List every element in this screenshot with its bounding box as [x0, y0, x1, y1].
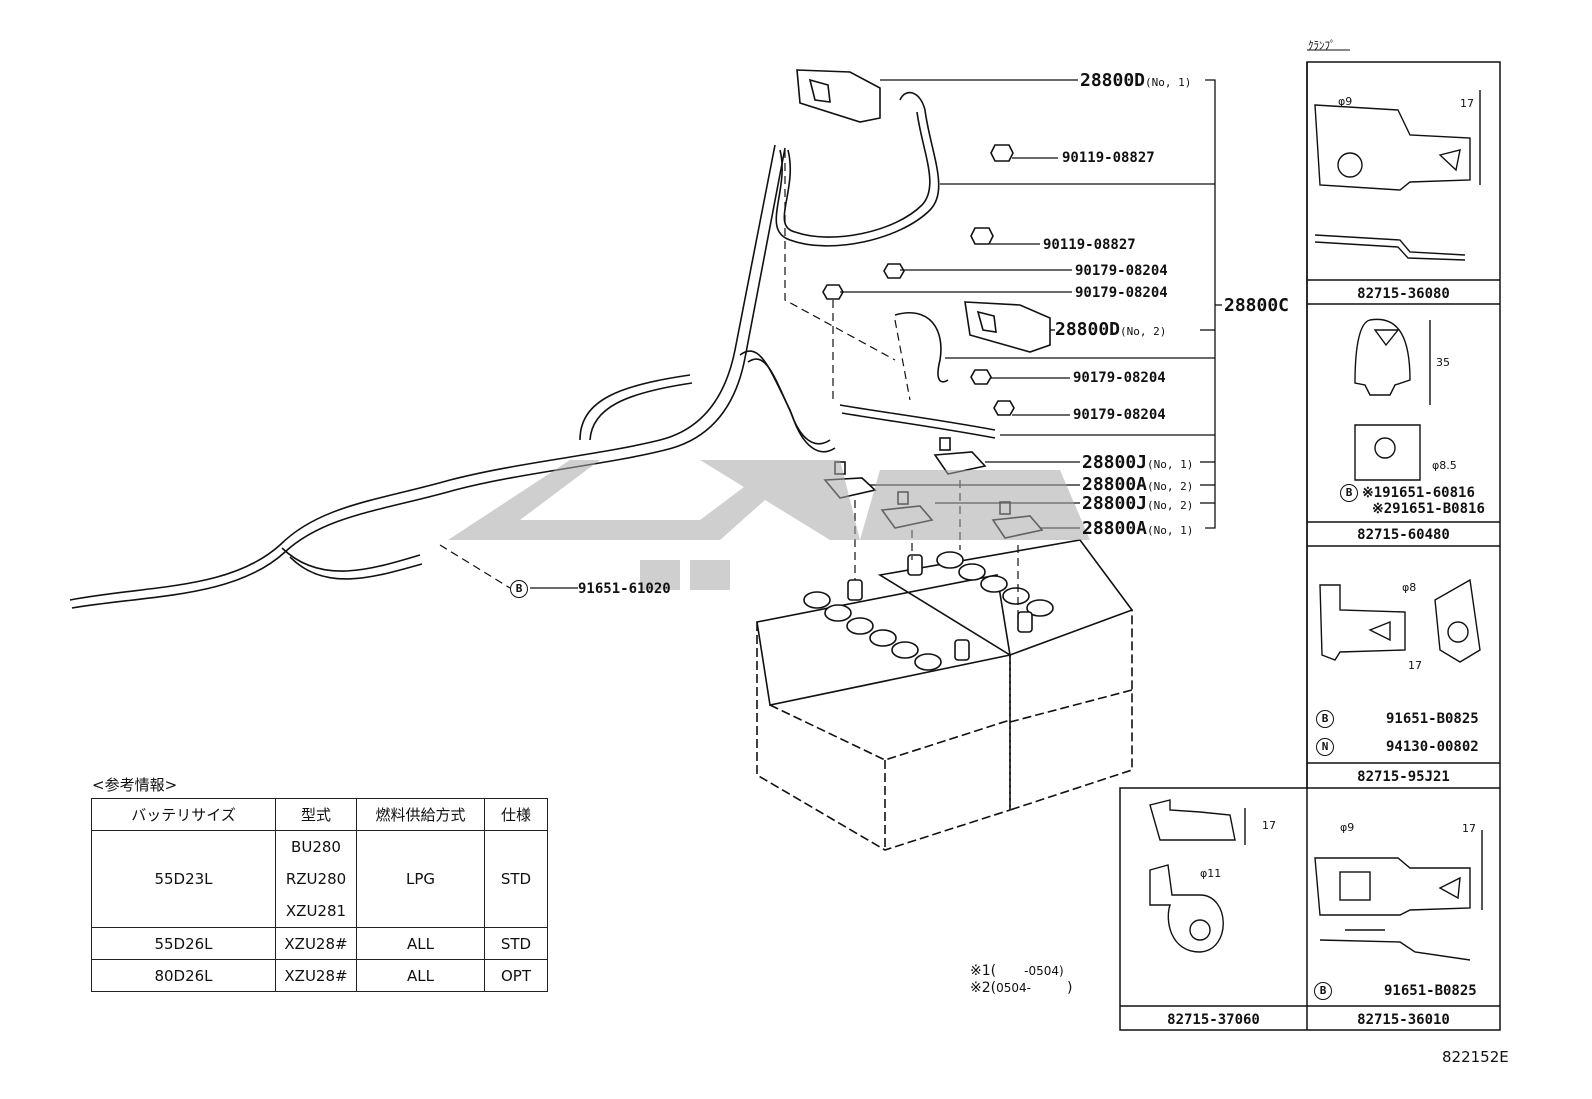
label-bolt-2: 90119-08827: [1043, 237, 1136, 253]
clamp-panel-frame: [1119, 49, 1501, 1031]
ref-model: BU280: [291, 838, 341, 856]
p2-note-1: B※191651-60816: [1340, 484, 1475, 502]
b-circle-icon: B: [1314, 982, 1332, 1000]
label-term-j2: 28800J(No, 2): [1082, 493, 1194, 514]
figure-id: 822152E: [1442, 1048, 1509, 1066]
ref-header-fuel: 燃料供給方式: [356, 798, 485, 831]
dim-phi85: φ8.5: [1432, 459, 1457, 472]
clamp-drawings: [1149, 90, 1483, 961]
battery-right: [877, 539, 1134, 812]
dim-phi9-b: φ9: [1340, 821, 1355, 834]
label-cable-d1: 28800D(No, 1): [1080, 70, 1192, 91]
note-1: ※1(-0504): [970, 963, 1064, 979]
label-bolt-1: 90119-08827: [1062, 150, 1155, 166]
ref-models: BU280 RZU280 XZU281: [275, 830, 357, 928]
watermark: [448, 460, 1090, 590]
reference-caption: <参考情報>: [92, 776, 178, 794]
dim-17c: 17: [1462, 822, 1476, 835]
fasteners: [822, 144, 1015, 416]
ref-header-size: バッテリサイズ: [91, 798, 276, 831]
label-term-a1: 28800A(No, 1): [1082, 518, 1194, 539]
ref-spec: OPT: [484, 959, 548, 992]
note-2: ※2(0504-): [970, 980, 1073, 996]
table-row: 55D26L XZU28# ALL STD: [91, 927, 548, 960]
label-term-a2: 28800A(No, 2): [1082, 474, 1194, 495]
assembly-lines: [439, 150, 1019, 620]
p2-note-2: ※291651-B0816: [1372, 501, 1485, 517]
part-82715-36010: 82715-36010: [1357, 1012, 1450, 1028]
label-cable-c: 28800C: [1224, 295, 1290, 316]
label-cable-d2: 28800D(No, 2): [1055, 319, 1167, 340]
upper-cable: [775, 91, 940, 247]
b-circle-icon: B: [1316, 710, 1334, 728]
ref-size: 55D23L: [91, 830, 276, 928]
ref-header-model: 型式: [275, 798, 357, 831]
ref-model: XZU28#: [275, 927, 357, 960]
ref-header-spec: 仕様: [484, 798, 548, 831]
label-nut-2: 90179-08204: [1075, 285, 1168, 301]
cover-d1: [796, 69, 881, 123]
label-nut-4: 90179-08204: [1073, 407, 1166, 423]
dim-phi11: φ11: [1200, 867, 1222, 880]
b-circle-icon: B: [510, 580, 528, 598]
part-82715-36080: 82715-36080: [1357, 286, 1450, 302]
ref-model: XZU28#: [275, 959, 357, 992]
ref-spec: STD: [484, 830, 548, 928]
ref-size: 80D26L: [91, 959, 276, 992]
dim-17d: 17: [1262, 819, 1276, 832]
label-nut-3: 90179-08204: [1073, 370, 1166, 386]
dim-35: 35: [1436, 356, 1450, 369]
n-circle-icon: N: [1316, 738, 1334, 756]
cover-d2: [964, 301, 1051, 353]
leader-lines: [530, 79, 1222, 589]
label-nut-1: 90179-08204: [1075, 263, 1168, 279]
clamp-panel-title: ｸﾗﾝﾌﾟ: [1308, 39, 1336, 52]
table-row: 55D23L BU280 RZU280 XZU281 LPG STD: [91, 830, 548, 928]
dim-17b: 17: [1408, 659, 1422, 672]
dim-17a: 17: [1460, 97, 1474, 110]
main-cable: [69, 144, 836, 609]
battery-left: [756, 574, 1011, 851]
ref-fuel: ALL: [356, 959, 485, 992]
ref-fuel: LPG: [356, 830, 485, 928]
reference-table: バッテリサイズ 型式 燃料供給方式 仕様 55D23L BU280 RZU280…: [91, 798, 548, 992]
table-row: 80D26L XZU28# ALL OPT: [91, 959, 548, 992]
ref-model: RZU280: [285, 870, 347, 888]
dim-phi9: φ9: [1338, 95, 1353, 108]
part-82715-60480: 82715-60480: [1357, 527, 1450, 543]
b-circle-icon: B: [1340, 484, 1358, 502]
mid-cable: [839, 312, 996, 439]
battery-caps-left: [803, 579, 970, 671]
ref-size: 55D26L: [91, 927, 276, 960]
ref-model: XZU281: [285, 902, 347, 920]
ref-fuel: ALL: [356, 927, 485, 960]
part-82715-37060: 82715-37060: [1167, 1012, 1260, 1028]
label-term-j1: 28800J(No, 1): [1082, 452, 1194, 473]
battery-caps-right: [907, 551, 1054, 633]
ref-spec: STD: [484, 927, 548, 960]
dim-phi8: φ8: [1402, 581, 1417, 594]
part-82715-95J21: 82715-95J21: [1357, 769, 1450, 785]
